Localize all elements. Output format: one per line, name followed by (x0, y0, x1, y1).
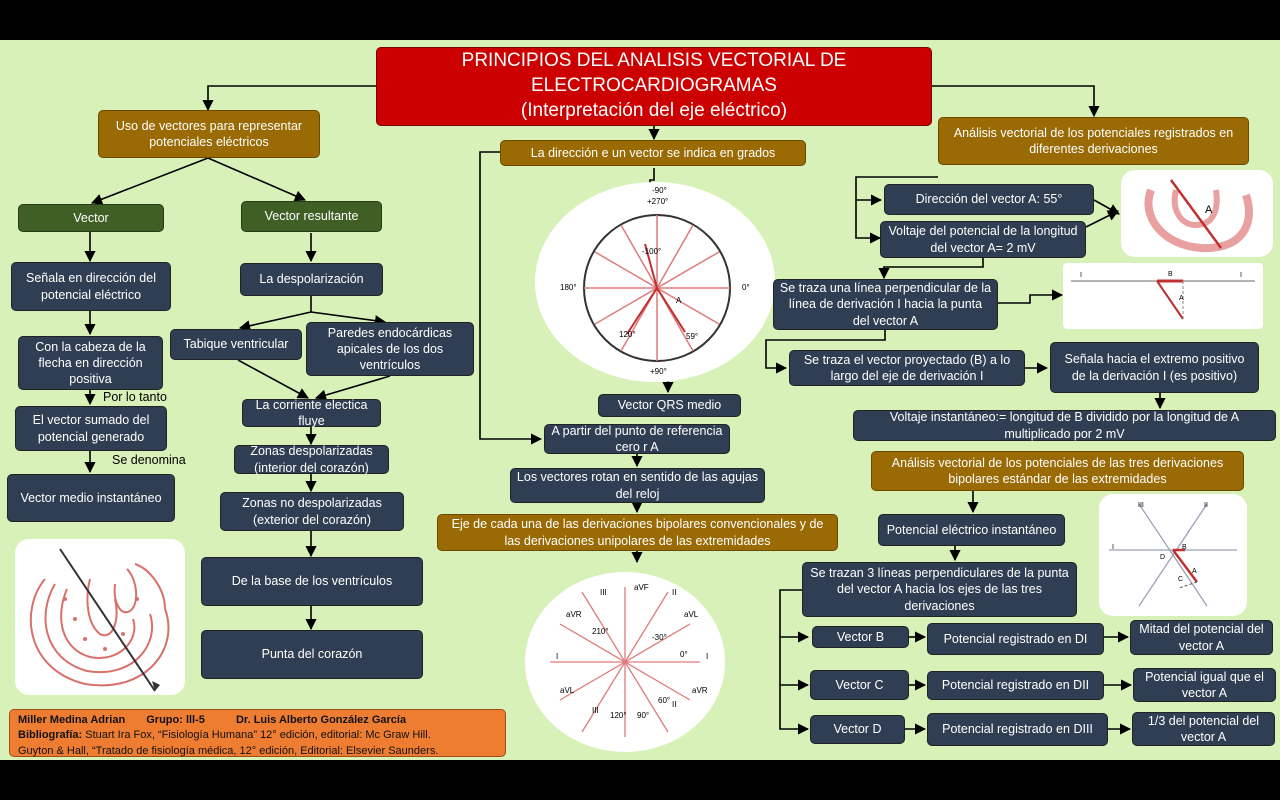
zonas-despolarizadas-box: Zonas despolarizadas (interior del coraz… (234, 444, 389, 475)
por-lo-tanto-label: Por lo tanto (103, 390, 167, 404)
base-ventriculos-box: De la base de los ventrículos (201, 557, 423, 606)
tres-lineas-box: Se trazan 3 líneas perpendiculares de la… (802, 562, 1077, 617)
c2-0: 0° (680, 650, 688, 659)
analisis-derivaciones-box: Análisis vectorial de los potenciales re… (938, 117, 1249, 165)
senala-direccion-box: Señala en dirección del potencial eléctr… (11, 262, 171, 311)
connector-layer (84, 85, 1166, 735)
vector-b-box: Vector B (812, 626, 909, 648)
corriente-fluye-box: La corriente electica fluye (242, 398, 381, 428)
direccion-vector-a-box: Dirección del vector A: 55° (884, 184, 1094, 215)
fig3-iii-label: III (1138, 502, 1144, 509)
degrees-circle-figure (535, 182, 775, 382)
fig-i2-label: I (1240, 272, 1242, 279)
direccion-grados-box: La dirección e un vector se indica en gr… (500, 140, 806, 166)
fig-i1-label: I (1080, 272, 1082, 279)
vector-resultante-box: Vector resultante (241, 201, 382, 232)
c1-l59: 59° (686, 332, 699, 341)
uso-vectores-box: Uso de vectores para representar potenci… (98, 110, 320, 158)
fig3-c-label: C (1178, 576, 1184, 583)
registrado-diii-box: Potencial registrado en DIII (927, 713, 1108, 746)
fig-b-a-label: A (1179, 295, 1184, 302)
vectores-rotan-box: Los vectores rotan en sentido de las agu… (510, 468, 765, 503)
vector-qrs-medio-box: Vector QRS medio (598, 394, 741, 417)
tabique-ventricular-box: Tabique ventricular (170, 329, 302, 360)
paredes-endocardicas-box: Paredes endocárdicas apicales de los dos… (306, 322, 474, 376)
fig-a-label: A (1205, 204, 1213, 216)
teacher-name: Dr. Luis Alberto González García (235, 714, 407, 726)
analisis-bipolares-box: Análisis vectorial de los potenciales de… (871, 451, 1244, 491)
cabeza-flecha-box: Con la cabeza de la flecha en dirección … (18, 336, 163, 390)
vector-d-box: Vector D (810, 715, 905, 744)
c1-right: 0° (742, 283, 750, 292)
voltaje-instantaneo-box: Voltaje instantáneo:= longitud de B divi… (853, 410, 1276, 441)
extremo-positivo-box: Señala hacia el extremo positivo de la d… (1050, 342, 1259, 393)
vector-c-box: Vector C (810, 670, 909, 700)
c1-l120: 120° (619, 330, 636, 339)
c1-bottom: +90° (650, 367, 667, 376)
author-name: Miller Medina Adrian (18, 714, 126, 726)
hexaxial-figure (525, 572, 725, 752)
fig3-ii-label: II (1204, 502, 1208, 509)
bibliography-2: Guyton & Hall, “Tratado de fisiología mé… (18, 744, 439, 757)
concept-map: { "title": { "line1": "PRINCIPIOS DEL AN… (0, 40, 1280, 760)
c2-i-right: I (706, 652, 709, 661)
bibliography-1: Stuart Ira Fox, “Fisiología Humana” 12° … (82, 729, 431, 742)
c2-avr-bottom: aVR (692, 686, 708, 695)
c2-avr-top: aVR (566, 610, 582, 619)
credits-box: Miller Medina Adrian Grupo: lll-5 Dr. Lu… (9, 709, 506, 757)
c2-i-left: I (556, 652, 559, 661)
c2-avl-top: aVL (684, 610, 699, 619)
se-denomina-label: Se denomina (112, 453, 186, 467)
bibliography-label: Bibliografía: (18, 729, 83, 742)
tercio-potencial-box: 1/3 del potencial del vector A (1132, 712, 1275, 746)
c2-avl-bottom: aVL (560, 686, 575, 695)
c1-A: A (676, 296, 682, 305)
eje-derivaciones-box: Eje de cada una de las derivaciones bipo… (437, 514, 838, 551)
c1-m100: -100° (642, 247, 662, 256)
registrado-dii-box: Potencial registrado en DII (927, 671, 1104, 700)
zonas-no-despolarizadas-box: Zonas no despolarizadas (exterior del co… (220, 492, 404, 531)
potencial-instantaneo-box: Potencial eléctrico instantáneo (878, 514, 1065, 546)
vector-proyectado-box: Se traza el vector proyectado (B) a lo l… (789, 350, 1025, 386)
fig-b-label: B (1168, 271, 1173, 278)
c2-iii-top: III (600, 588, 607, 597)
c2-120: 120° (610, 711, 627, 720)
c1-top1: -90° (652, 186, 667, 195)
title-line-1: PRINCIPIOS DEL ANALISIS VECTORIAL DE (461, 50, 847, 72)
despolarizacion-box: La despolarización (240, 263, 383, 296)
projection-figure (1063, 263, 1263, 329)
fig3-b-label: B (1182, 544, 1187, 551)
three-leads-figure (1099, 494, 1247, 616)
c1-top2: +270° (647, 197, 669, 206)
c2-60: 60° (658, 696, 671, 705)
punto-referencia-box: A partir del punto de referencia cero r … (544, 424, 730, 454)
c2-210: 210° (592, 627, 609, 636)
fig3-i-label: I (1112, 544, 1114, 551)
fig3-d-label: D (1160, 554, 1166, 561)
vector-a-heart-figure (1121, 170, 1273, 257)
linea-perpendicular-box: Se traza una línea perpendicular de la l… (773, 279, 998, 330)
c2-avf: aVF (634, 583, 649, 592)
mitad-potencial-box: Mitad del potencial del vector A (1130, 620, 1273, 655)
group-label: Grupo: lll-5 (146, 714, 205, 726)
title-line-2: ELECTROCARDIOGRAMAS (531, 75, 777, 97)
c1-left: 180° (560, 283, 577, 292)
vector-box: Vector (18, 204, 164, 232)
vector-sumado-box: El vector sumado del potencial generado (15, 406, 167, 451)
title-line-3: (Interpretación del eje eléctrico) (520, 99, 788, 121)
c2-90: 90° (637, 711, 650, 720)
c2-iii-bottom: III (592, 706, 599, 715)
fig3-a-label: A (1192, 568, 1197, 575)
voltaje-vector-a-box: Voltaje del potencial de la longitud del… (880, 221, 1086, 258)
punta-corazon-box: Punta del corazón (201, 630, 423, 679)
igual-potencial-box: Potencial igual que el vector A (1133, 668, 1276, 702)
c2-m30: -30° (652, 633, 667, 642)
main-title: PRINCIPIOS DEL ANALISIS VECTORIAL DE ELE… (376, 47, 932, 126)
heart-depolarization-figure (15, 539, 185, 695)
c2-ii-top: II (672, 588, 677, 597)
registrado-di-box: Potencial registrado en DI (927, 623, 1104, 655)
vector-medio-instantaneo-box: Vector medio instantáneo (7, 474, 175, 522)
c2-ii-bottom: II (672, 700, 677, 709)
